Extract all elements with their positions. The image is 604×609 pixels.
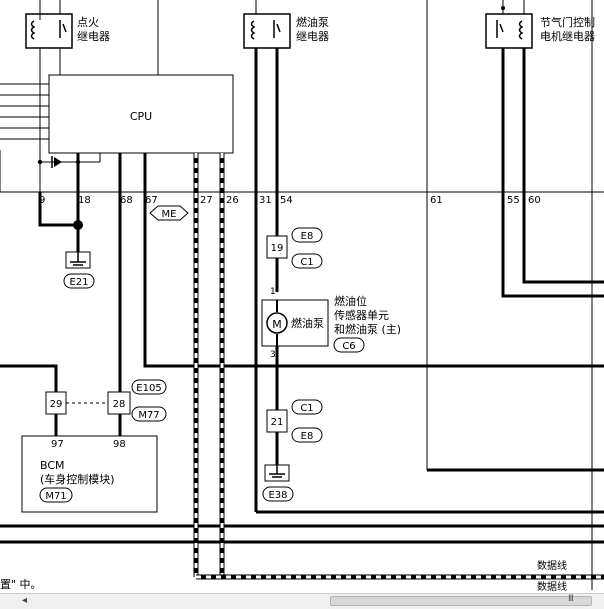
motor-symbol: M [272,318,282,331]
fuel-pump-motor-icon [266,312,288,334]
junction-dot [73,220,83,230]
pin-61: 61 [430,195,443,206]
bcm-title: BCM [40,459,65,472]
block-28-label: 28 [113,399,126,410]
throttle-relay-label-2: 电机继电器 [540,29,595,43]
connector-e38 [262,486,294,502]
pin-26: 26 [226,195,239,206]
connector-e105-label: E105 [136,383,161,394]
pin-55: 55 [507,195,520,206]
connector-m77 [131,406,167,422]
connector-e21-label: E21 [69,277,88,288]
connector-e21 [63,273,95,289]
shielded-data-line [193,153,604,580]
fuel-pump-relay: 燃油泵 继电器 [243,13,329,49]
pin-27: 27 [200,195,213,206]
throttle-motor-relay: 节气门控制 电机继电器 [485,6,595,49]
ground-e38-icon [264,464,290,482]
pin-67: 67 [145,195,158,206]
bcm-subtitle: (车身控制模块) [40,472,115,486]
block-19-label: 19 [271,243,284,254]
fuel-unit-desc-1: 燃油位 [334,294,367,308]
connector-m77-label: M77 [138,410,159,421]
block-21 [266,409,288,433]
pin-54: 54 [280,195,293,206]
connector-e8-bottom-label: E8 [301,431,314,442]
wiring-diagram: 点火 继电器 燃油泵 继电器 节气门控制 电机继电器 CPU [0,0,604,593]
block-29-label: 29 [50,399,63,410]
fuel-unit-desc-2: 传感器单元 [334,309,389,322]
fuel-unit-desc-3: 和燃油泵 (主) [334,322,401,336]
connector-c6 [333,337,365,353]
data-line-label: 数据线 [537,559,567,572]
scroll-thumb[interactable] [330,596,592,606]
connector-c1-top [291,253,323,269]
connector-me [149,205,189,221]
connector-e38-label: E38 [268,490,287,501]
connector-c1-top-label: C1 [300,257,313,268]
fuel-pump-label: 燃油泵 [291,316,324,330]
diode-icon [54,157,62,167]
connector-e8-top [291,227,323,243]
caption-text: 置" 中。 [0,578,42,591]
ignition-relay-label-2: 继电器 [77,30,110,43]
connector-c1-bottom [291,399,323,415]
fuel-unit-pin-3: 3 [270,350,276,360]
cpu-box [48,74,234,154]
ignition-relay: 点火 继电器 [25,13,110,49]
bcm-pin-98: 98 [113,439,126,450]
pin-18: 18 [78,195,91,206]
block-19 [266,235,288,259]
pin-9: 9 [39,195,45,206]
horizontal-scrollbar[interactable]: ◂ III [0,593,604,609]
data-line-label-2: 数据线 [537,580,567,593]
pin-68: 68 [120,195,133,206]
fuel-unit-pin-1: 1 [270,287,276,297]
connector-e8-bottom [291,427,323,443]
connector-m71-label: M71 [45,491,66,502]
fuel-pump-relay-label-2: 继电器 [296,30,329,43]
connector-e8-top-label: E8 [301,231,314,242]
connector-m71 [39,487,73,503]
pin-31: 31 [259,195,272,206]
block-28 [107,391,131,415]
pin-60: 60 [528,195,541,206]
block-21-label: 21 [271,417,284,428]
connector-c1-bottom-label: C1 [300,403,313,414]
scroll-left-arrow-icon[interactable]: ◂ [22,595,28,606]
connector-c6-label: C6 [342,341,355,352]
scroll-grip-icon: III [568,594,574,604]
fuel-pump-relay-label-1: 燃油泵 [296,15,329,29]
bcm-pin-97: 97 [51,439,64,450]
ignition-relay-label-1: 点火 [77,16,99,29]
cpu-label: CPU [130,110,152,123]
connector-e105 [131,379,167,395]
connector-me-label: ME [162,209,177,220]
ground-e21-icon [65,251,91,269]
throttle-relay-label-1: 节气门控制 [540,15,595,29]
